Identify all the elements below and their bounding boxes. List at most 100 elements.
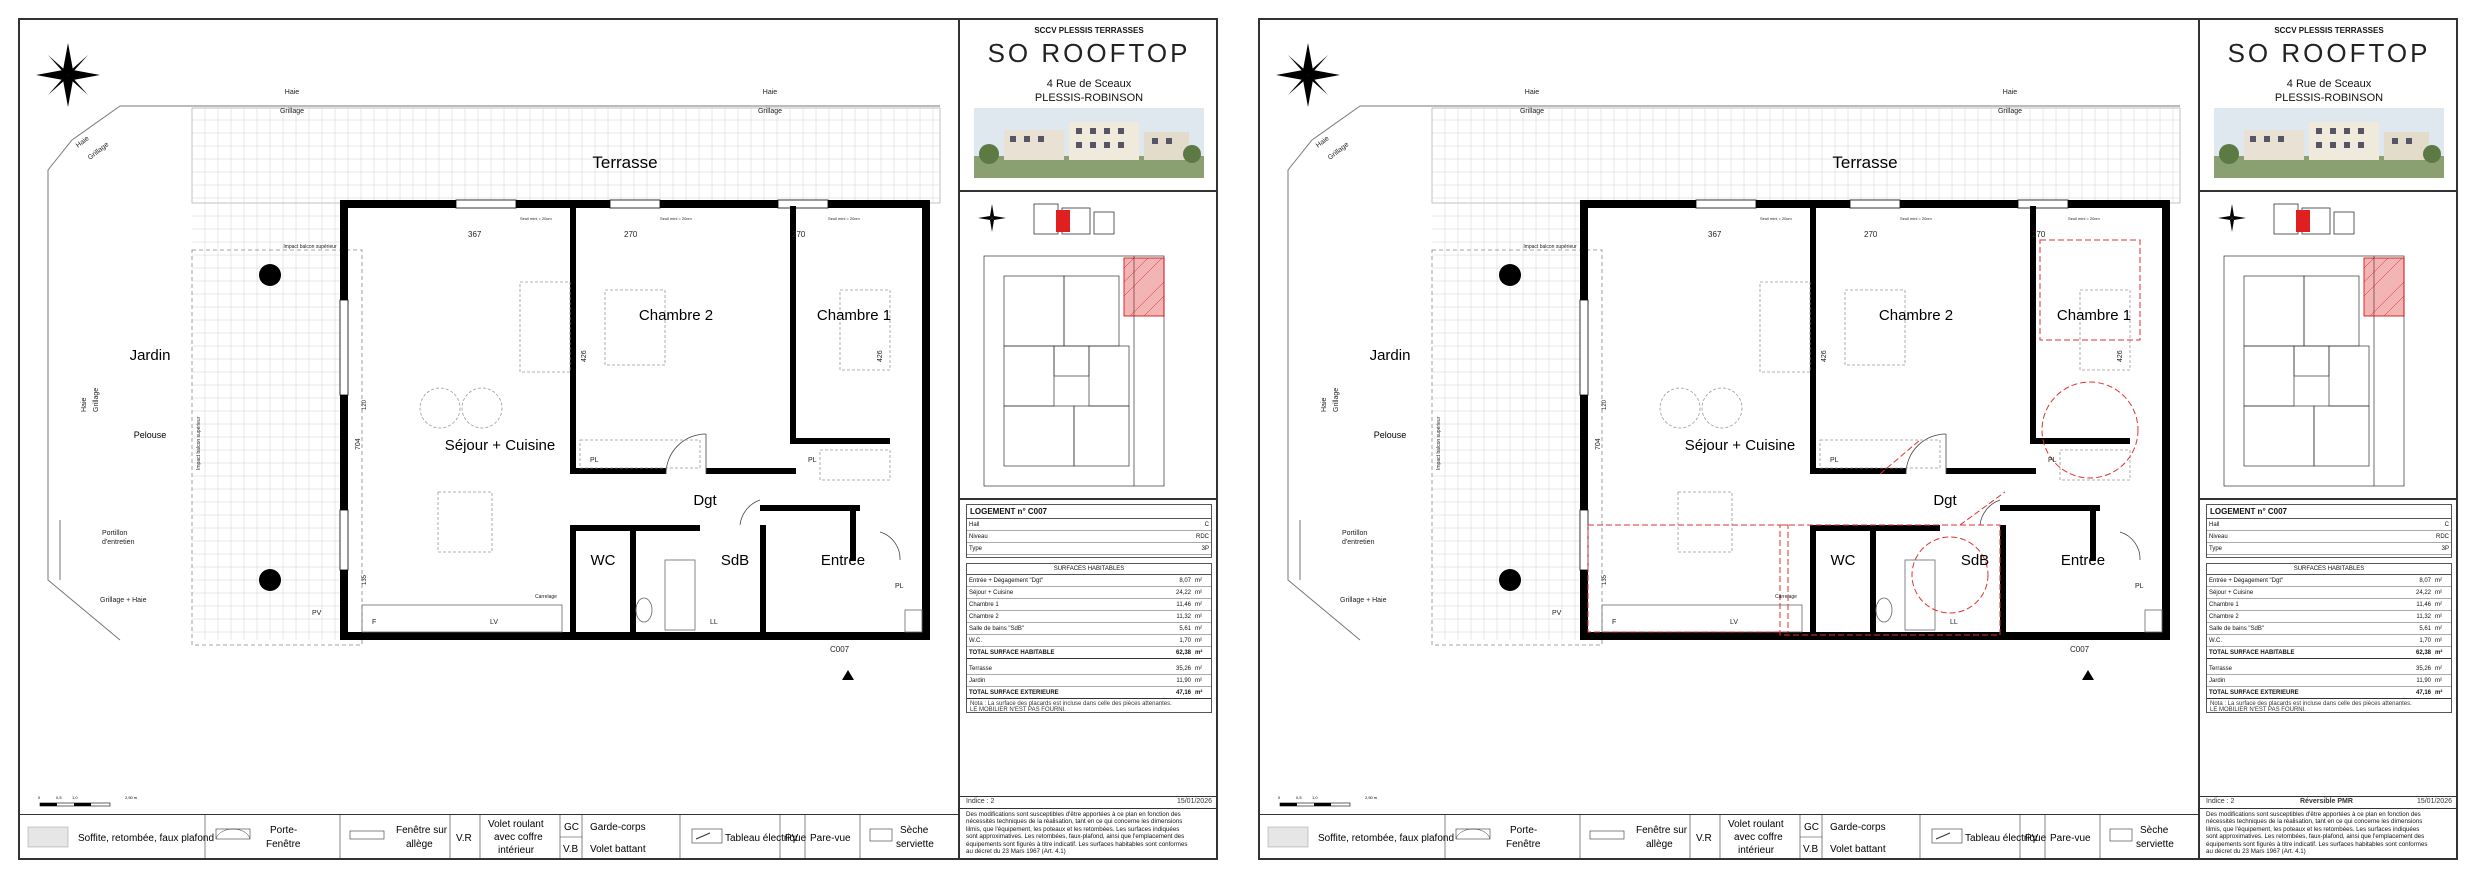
label-grillage: Grillage	[280, 108, 304, 115]
disclaimer-line: lilmis, que l'équipement, les poteaux et…	[966, 825, 1180, 833]
label-grillage-haie: Grillage + Haie	[1340, 597, 1387, 604]
svg-text:Soffite, retombée, faux plafon: Soffite, retombée, faux plafond	[78, 833, 214, 844]
dim-120: 120	[1602, 399, 1608, 410]
dim-367: 367	[468, 230, 482, 239]
svg-text:Fenêtre: Fenêtre	[266, 839, 301, 850]
key-plan	[2218, 203, 2405, 487]
label-portillon: d'entretien	[102, 539, 135, 546]
svg-text:Sèche: Sèche	[2140, 825, 2169, 836]
label-lot: C007	[830, 645, 850, 654]
plan-sheet-pmr: Terrasse Jardin Pelouse Séjour + Cuisine…	[1258, 18, 2458, 860]
city-name: PLESSIS-ROBINSON	[1034, 92, 1144, 104]
svg-text:avec coffre: avec coffre	[494, 832, 543, 843]
dim-135: 135	[362, 574, 368, 585]
surface-table: SURFACES HABITABLES Entrée + Dégagement …	[966, 563, 1212, 713]
room-label-jardin: Jardin	[1370, 347, 1411, 364]
label-grillage: Grillage	[1998, 108, 2022, 115]
program-name: SCCV PLESSIS TERRASSES	[2274, 26, 2384, 35]
room-label-terrasse: Terrasse	[592, 153, 657, 172]
svg-text:1,0: 1,0	[1312, 795, 1318, 800]
svg-text:0: 0	[38, 795, 41, 800]
room-label-chambre2: Chambre 2	[639, 307, 713, 324]
svg-text:0,5: 0,5	[1296, 795, 1302, 800]
legend-graphic: Soffite, retombée, faux plafond Porte- F…	[27, 815, 934, 859]
room-label-pelouse: Pelouse	[1374, 430, 1407, 440]
label-carrelage: Carrelage	[1775, 594, 1797, 600]
room-label-chambre2: Chambre 2	[1879, 307, 1953, 324]
room-label-sdb: SdB	[1961, 552, 1989, 569]
interior-walls	[570, 206, 890, 635]
svg-text:Sèche: Sèche	[900, 825, 929, 836]
label-haie: Haie	[1321, 397, 1328, 412]
unit-title: LOGEMENT n° C007	[2207, 505, 2451, 519]
label-impact: Impact balcon supérieur	[1436, 416, 1442, 470]
label-grillage: Grillage	[93, 388, 100, 412]
disclaimer-line: nécessités techniques de la réalisation,…	[2206, 818, 2423, 826]
room-label-wc: WC	[1831, 552, 1856, 569]
svg-text:Pare-vue: Pare-vue	[2050, 833, 2091, 844]
disclaimer-line: Des modifications sont susceptibles d'êt…	[2206, 811, 2421, 818]
scale-bar: 0 0,5 1,0 2,50 m	[38, 795, 138, 807]
svg-text:Fenêtre sur: Fenêtre sur	[1636, 825, 1688, 836]
label-grillage: Grillage	[758, 108, 782, 115]
label-impact: Impact balcon supérieur	[283, 244, 337, 250]
label-portillon: Portillon	[1342, 530, 1367, 537]
dim-120: 120	[362, 399, 368, 410]
label-pv: PV	[1552, 610, 1562, 617]
disclaimer-line: sont approximatives. Les retombées, faux…	[966, 833, 1185, 841]
pmr-turning-circles	[1587, 239, 2141, 636]
label-pl: PL	[2135, 583, 2144, 590]
brand-logo: SO ROOFTOP	[2227, 38, 2431, 68]
label-haie: Haie	[763, 89, 778, 96]
dim-426: 426	[581, 350, 588, 362]
dim-270: 270	[624, 230, 638, 239]
dim-367: 367	[1708, 230, 1722, 239]
svg-text:intérieur: intérieur	[498, 845, 535, 856]
label-allege: Seuil mini = 20cm	[520, 216, 552, 221]
room-label-sejour: Séjour + Cuisine	[445, 437, 555, 454]
dim-426: 426	[1821, 350, 1828, 362]
legend-graphic: Soffite, retombée, faux plafond Porte- F…	[1267, 815, 2174, 859]
label-haie: Haie	[285, 89, 300, 96]
room-label-dgt: Dgt	[693, 492, 717, 509]
key-plan	[978, 203, 1165, 487]
svg-text:Porte-: Porte-	[270, 825, 297, 836]
revision-date: 15/01/2026	[2416, 798, 2452, 805]
surface-header: SURFACES HABITABLES	[967, 564, 1211, 575]
legend-bar: Soffite, retombée, faux plafond Porte- F…	[20, 814, 958, 859]
svg-text:Garde-corps: Garde-corps	[1830, 822, 1886, 833]
plan-sheet-standard: Terrasse Jardin Pelouse Séjour + Cuisine…	[18, 18, 1218, 860]
disclaimer-line: au décret du 23 Mars 1967 (Art. 4.1)	[966, 848, 1066, 856]
disclaimer-line: Des modifications sont susceptibles d'êt…	[966, 811, 1181, 818]
label-allege: Seuil mini = 20cm	[828, 216, 860, 221]
disclaimer-line: lilmis, que l'équipement, les poteaux et…	[2206, 825, 2420, 833]
dim-704: 704	[355, 438, 362, 450]
dim-270: 270	[1864, 230, 1878, 239]
svg-text:0: 0	[1278, 795, 1281, 800]
scale-bar: 0 0,5 1,0 2,50 m	[1278, 795, 1378, 807]
pmr-mention: Réversible PMR	[2300, 798, 2353, 805]
furniture	[1659, 281, 2131, 553]
svg-text:Tableau électrique: Tableau électrique	[1965, 833, 2047, 844]
revision-index: Indice : 2	[2206, 798, 2235, 805]
dim-426: 426	[2117, 350, 2124, 362]
entrance-arrow-icon	[2082, 670, 2094, 680]
svg-text:Pare-vue: Pare-vue	[810, 833, 851, 844]
room-label-terrasse: Terrasse	[1832, 153, 1897, 172]
column	[1499, 569, 1521, 591]
label-haie: Haie	[75, 135, 91, 149]
floor-plan: Terrasse Jardin Pelouse Séjour + Cuisine…	[1276, 43, 2181, 807]
dim-426: 426	[877, 350, 884, 362]
